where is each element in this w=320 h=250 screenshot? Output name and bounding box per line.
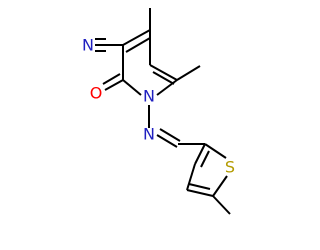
pyridone-ring	[122, 29, 178, 96]
thiophene-bond-c2-s	[204, 143, 227, 159]
thiophene-bond-c3-c2-inner	[200, 150, 210, 168]
thiophene-bond-s-c5	[212, 175, 228, 197]
ring-nitrogen-label: N	[143, 87, 155, 106]
imine-nitrogen-label: N	[143, 125, 155, 144]
ring-bond-c3-c4-inner	[125, 37, 151, 53]
methyl-bond-thiophene	[212, 195, 231, 215]
ring-bond-c3-c4	[122, 29, 151, 46]
thiophene-bond-c3-c2	[194, 143, 206, 165]
carbonyl-bond-line-1	[104, 79, 124, 91]
imine-bond-line-2	[159, 128, 181, 142]
nitrile-nitrogen-label: N	[82, 36, 94, 55]
thiophene-ring	[186, 143, 228, 197]
imine-double-bond	[156, 128, 181, 148]
ring-bond-c6-n1	[156, 79, 178, 96]
thiophene-sulfur-label: S	[225, 158, 235, 177]
ring-bond-n1-c2	[122, 79, 142, 96]
thiophene-bond-c5-c4	[186, 189, 214, 197]
imine-bond-line-1	[156, 134, 178, 148]
carbonyl-bond-line-2	[102, 73, 121, 85]
carbonyl-oxygen-label: O	[90, 84, 103, 103]
carbonyl-double-bond	[102, 73, 124, 91]
ring-bond-c5-c6	[149, 64, 178, 81]
nitrile-triple-bond	[95, 38, 123, 52]
molecule-structure: N O N N S	[82, 8, 235, 215]
methyl-bond-c6	[176, 65, 201, 81]
ring-bond-c5-c6-inner	[152, 71, 175, 85]
thiophene-bond-c4-c3	[186, 163, 196, 191]
thiophene-bond-c5-c4-inner	[188, 183, 211, 190]
